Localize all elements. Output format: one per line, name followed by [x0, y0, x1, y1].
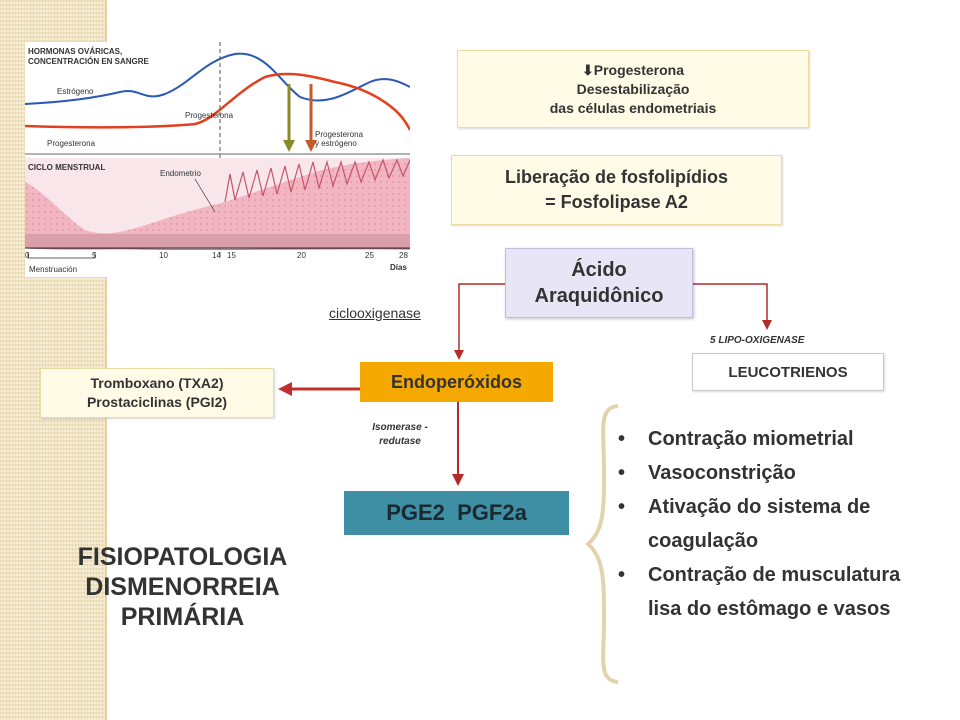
thromboxane-box: Tromboxano (TXA2) Prostaciclinas (PGI2): [40, 368, 274, 418]
day-tick-15: 15: [227, 251, 236, 260]
basal-layer: [24, 247, 411, 250]
prostaglandins-label: PGE2 PGF2a: [386, 500, 527, 525]
isomerase-label: Isomerase - redutase: [355, 421, 445, 449]
cycle-title: CICLO MENSTRUAL: [28, 163, 105, 172]
effect-item: Vasoconstrição: [618, 456, 938, 490]
endometrium-tissue: [25, 158, 410, 248]
leukotrienes-label: LEUCOTRIENOS: [728, 363, 848, 381]
day-tick-14: 14: [212, 251, 221, 260]
isomerase-label-line2: redutase: [379, 436, 421, 447]
progesterone-box-line1: ⬇Progesterona: [582, 61, 684, 80]
menstruation-bracket: [27, 252, 96, 259]
phospholipids-line2: = Fosfolipase A2: [545, 192, 688, 212]
endometrium-glands: [224, 158, 411, 203]
phospholipids-box: Liberação de fosfolipídios = Fosfolipase…: [451, 155, 782, 225]
leukotrienes-box: LEUCOTRIENOS: [692, 353, 884, 391]
slide-title: FISIOPATOLOGIA DISMENORREIA PRIMÁRIA: [40, 542, 325, 632]
myometrium-band: [25, 234, 410, 248]
arachidonic-line2: Araquidônico: [534, 285, 664, 307]
menstruation-label: Menstruación: [29, 265, 77, 274]
endometrium-label: Endometrio: [160, 169, 201, 178]
arachidonic-acid-box: Ácido Araquidônico: [505, 248, 693, 318]
effects-brace: [584, 404, 619, 684]
olive-arrow-head: [283, 140, 295, 152]
isomerase-arrowhead: [452, 474, 464, 486]
hormones-title-line2: CONCENTRACIÓN EN SANGRE: [28, 57, 150, 66]
effect-item: Contração de musculatura lisa do estômag…: [618, 558, 908, 626]
days-label: Días: [390, 263, 407, 272]
down-arrow-icon: ⬇: [582, 61, 594, 78]
prog-estrogen-label-line2: y estrógeno: [315, 139, 357, 148]
thromboxane-arrowhead: [278, 382, 292, 396]
lipoxygenase-arrowhead: [762, 320, 772, 330]
progesterone-box-line2: Desestabilização: [576, 80, 690, 97]
day-tick-0: 0: [25, 251, 30, 260]
lipoxygenase-label: 5 LIPO-OXIGENASE: [710, 335, 805, 346]
day-tick-5: 5: [92, 251, 97, 260]
phospholipids-line1: Liberação de fosfolipídios: [504, 167, 729, 187]
orange-arrow-head: [305, 140, 317, 152]
endoperoxides-label: Endoperóxidos: [390, 371, 522, 392]
progesterone-low-label: Progesterona: [47, 139, 96, 148]
cyclooxygenase-arrowhead: [454, 350, 464, 360]
menstrual-cycle-illustration: HORMONAS OVÁRICAS, CONCENTRACIÓN EN SANG…: [24, 42, 412, 274]
isomerase-label-line1: Isomerase -: [372, 422, 428, 433]
thromboxane-line2: Prostaciclinas (PGI2): [86, 394, 228, 410]
title-line2: DISMENORREIA: [85, 573, 280, 601]
endoperoxides-box: Endoperóxidos: [360, 362, 553, 402]
progesterone-curve-label: Progesterona: [185, 111, 234, 120]
effects-list: Contração miometrial Vasoconstrição Ativ…: [618, 422, 938, 626]
cyclooxygenase-connector: [458, 283, 505, 352]
prostaglandins-box: PGE2 PGF2a: [344, 491, 569, 535]
progesterone-label: Progesterona: [593, 61, 684, 78]
hormones-title-line1: HORMONAS OVÁRICAS,: [28, 47, 122, 56]
progesterone-box-line3: das células endometriais: [549, 99, 717, 116]
day-tick-20: 20: [297, 251, 306, 260]
progesterone-curve: [24, 72, 412, 131]
thromboxane-line1: Tromboxano (TXA2): [90, 375, 224, 391]
title-line1: FISIOPATOLOGIA: [77, 543, 288, 571]
prog-estrogen-label-line1: Progesterona: [315, 130, 364, 139]
day-tick-28: 28: [399, 251, 408, 260]
day-tick-25: 25: [365, 251, 374, 260]
title-line3: PRIMÁRIA: [120, 603, 245, 631]
progesterone-box: ⬇Progesterona Desestabilização das célul…: [457, 50, 809, 128]
endometrium-pointer: [194, 178, 216, 213]
menstrual-cycle-figure: HORMONAS OVÁRICAS, CONCENTRACIÓN EN SANG…: [24, 42, 412, 277]
arachidonic-line1: Ácido: [571, 259, 627, 281]
lipoxygenase-connector: [693, 283, 768, 322]
estrogen-label: Estrógeno: [57, 87, 94, 96]
effect-item: Contração miometrial: [618, 422, 938, 456]
day-tick-10: 10: [159, 251, 168, 260]
effect-item: Ativação do sistema de coagulação: [618, 490, 908, 558]
estrogen-curve: [24, 52, 411, 105]
cyclooxygenase-label: ciclooxigenase: [329, 305, 421, 321]
